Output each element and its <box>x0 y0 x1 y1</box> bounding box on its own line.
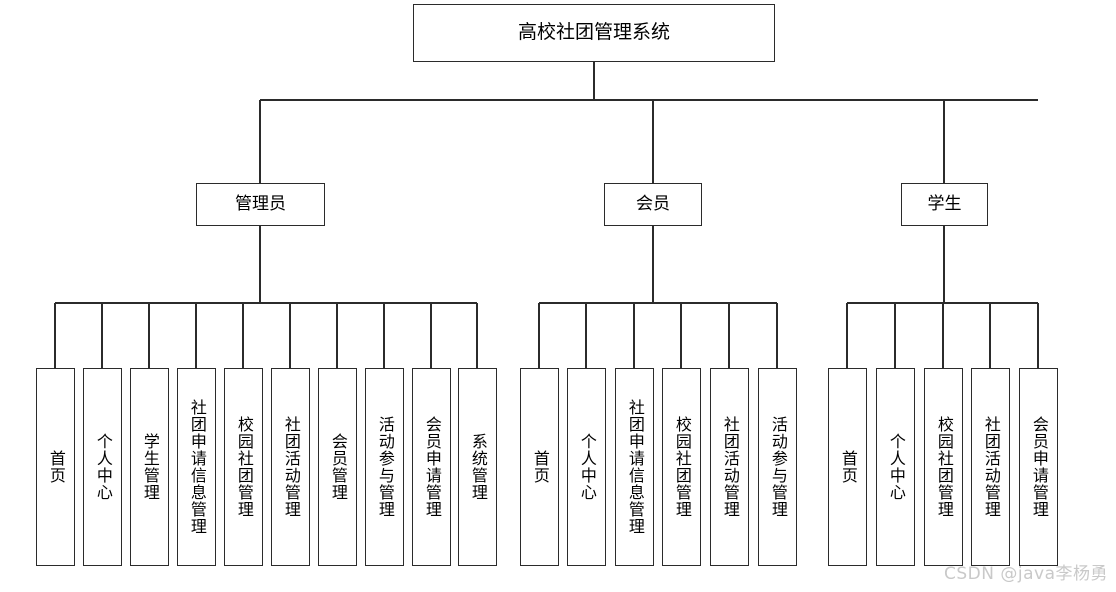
node-leaf-member-personal-center[interactable]: 个人中心 <box>567 368 606 566</box>
leaf-label: 校园社团管理 <box>672 416 692 518</box>
leaf-label: 社团活动管理 <box>720 416 740 518</box>
node-leaf-member-club-activity-mgmt[interactable]: 社团活动管理 <box>710 368 749 566</box>
leaf-label: 个人中心 <box>93 433 113 501</box>
node-leaf-student-club-activity-mgmt[interactable]: 社团活动管理 <box>971 368 1010 566</box>
leaf-label: 活动参与管理 <box>768 416 788 518</box>
leaf-label: 社团活动管理 <box>281 416 301 518</box>
leaf-label: 社团活动管理 <box>981 416 1001 518</box>
node-leaf-admin-club-activity-mgmt[interactable]: 社团活动管理 <box>271 368 310 566</box>
leaf-label: 学生管理 <box>140 433 160 501</box>
node-role-admin[interactable]: 管理员 <box>196 183 325 226</box>
node-role-student[interactable]: 学生 <box>901 183 988 226</box>
csdn-watermark: CSDN @java李杨勇 <box>944 559 1108 584</box>
node-leaf-member-home[interactable]: 首页 <box>520 368 559 566</box>
node-leaf-admin-activity-participation-mgmt[interactable]: 活动参与管理 <box>365 368 404 566</box>
node-leaf-admin-campus-club-mgmt[interactable]: 校园社团管理 <box>224 368 263 566</box>
leaf-label: 会员管理 <box>328 433 348 501</box>
node-leaf-member-campus-club-mgmt[interactable]: 校园社团管理 <box>662 368 701 566</box>
node-leaf-student-campus-club-mgmt[interactable]: 校园社团管理 <box>924 368 963 566</box>
node-leaf-admin-home[interactable]: 首页 <box>36 368 75 566</box>
node-root-label: 高校社团管理系统 <box>517 21 670 44</box>
node-leaf-admin-club-application-info-mgmt[interactable]: 社团申请信息管理 <box>177 368 216 566</box>
leaf-label: 个人中心 <box>577 433 597 501</box>
leaf-label: 系统管理 <box>468 433 488 501</box>
leaf-label: 社团申请信息管理 <box>187 399 207 535</box>
node-leaf-admin-member-mgmt[interactable]: 会员管理 <box>318 368 357 566</box>
leaf-label: 首页 <box>46 450 66 484</box>
node-leaf-admin-member-application-mgmt[interactable]: 会员申请管理 <box>412 368 451 566</box>
leaf-label: 活动参与管理 <box>375 416 395 518</box>
node-leaf-admin-student-mgmt[interactable]: 学生管理 <box>130 368 169 566</box>
node-leaf-member-activity-participation-mgmt[interactable]: 活动参与管理 <box>758 368 797 566</box>
leaf-label: 会员申请管理 <box>1029 416 1049 518</box>
node-leaf-admin-system-mgmt[interactable]: 系统管理 <box>458 368 497 566</box>
node-role-label: 学生 <box>927 193 962 214</box>
node-leaf-student-member-application-mgmt[interactable]: 会员申请管理 <box>1019 368 1058 566</box>
node-role-label: 管理员 <box>235 193 286 214</box>
leaf-label: 社团申请信息管理 <box>625 399 645 535</box>
node-root-system[interactable]: 高校社团管理系统 <box>413 4 775 62</box>
node-leaf-admin-personal-center[interactable]: 个人中心 <box>83 368 122 566</box>
leaf-label: 校园社团管理 <box>234 416 254 518</box>
node-leaf-student-home[interactable]: 首页 <box>828 368 867 566</box>
leaf-label: 首页 <box>530 450 550 484</box>
node-leaf-student-personal-center[interactable]: 个人中心 <box>876 368 915 566</box>
watermark-text: CSDN @java李杨勇 <box>944 564 1108 584</box>
leaf-label: 校园社团管理 <box>934 416 954 518</box>
node-leaf-member-club-application-info-mgmt[interactable]: 社团申请信息管理 <box>615 368 654 566</box>
node-role-label: 会员 <box>636 193 670 214</box>
leaf-label: 个人中心 <box>886 433 906 501</box>
node-role-member[interactable]: 会员 <box>604 183 702 226</box>
leaf-label: 首页 <box>838 450 858 484</box>
leaf-label: 会员申请管理 <box>422 416 442 518</box>
